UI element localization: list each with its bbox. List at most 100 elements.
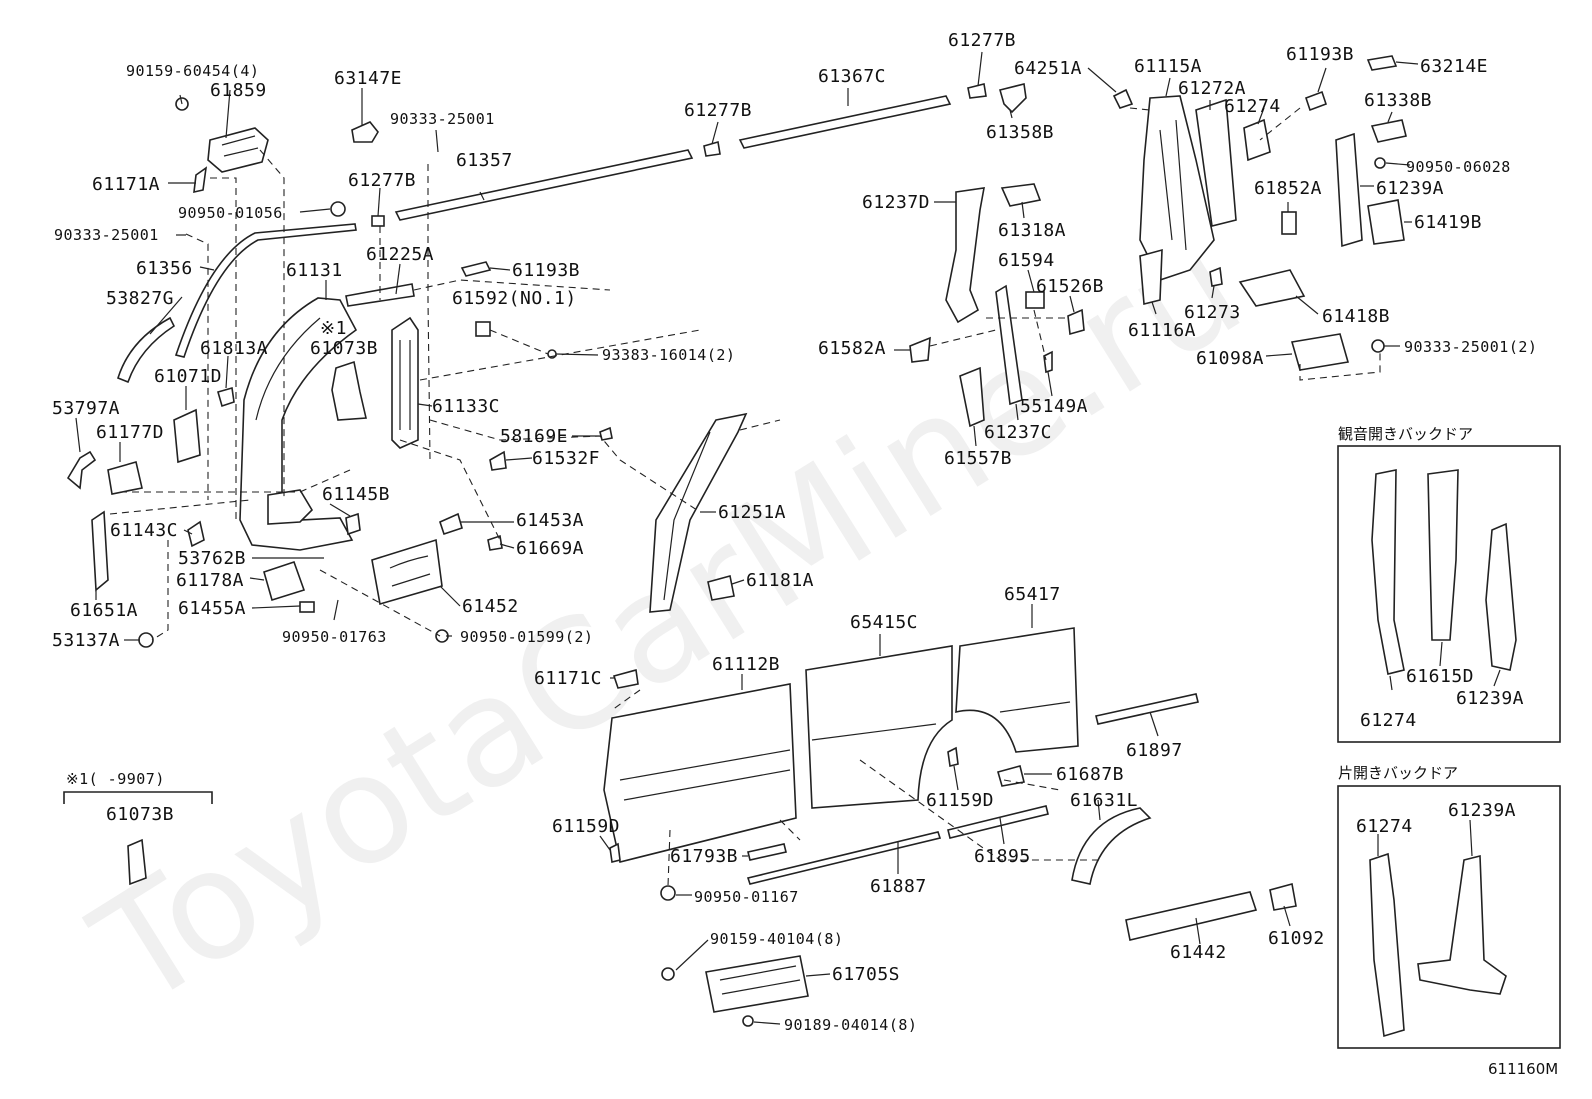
label-61143C: 61143C [110,520,178,541]
label-61112B: 61112B [712,654,780,675]
part-61274-a [1243,118,1271,162]
part-61453A [439,512,463,536]
part-61131 [239,297,358,551]
label-61131: 61131 [286,260,343,281]
part-inset-61073B [127,838,147,886]
part-61895 [947,805,1049,839]
label-65417: 65417 [1004,584,1061,605]
part-53797A [66,450,97,490]
label-61852A: 61852A [1254,178,1322,199]
part-labels: 90159-60454(4) 61859 61171A 90950-01056 … [52,30,1537,1034]
part-61582A [909,336,931,363]
part-61115A [1139,95,1215,281]
box2-label-61239A: 61239A [1448,800,1516,821]
label-61455A: 61455A [178,598,246,619]
box-double-back-door: 観音開きバックドア 61274 61615D 61239A [1337,425,1561,743]
label-90950-01056: 90950-01056 [178,204,283,222]
part-61112B [603,683,797,863]
label-61098A: 61098A [1196,348,1264,369]
part-61159D-a [947,746,959,767]
label-63147E: 63147E [334,68,402,89]
label-61318A: 61318A [998,220,1066,241]
box2-part-61274 [1369,852,1405,1038]
label-61145B: 61145B [322,484,390,505]
part-61592 [475,321,491,337]
label-90333-25001-c: 90333-25001(2) [1404,338,1537,356]
part-61651A [91,510,109,592]
label-61237C: 61237C [984,422,1052,443]
box1-label-61274: 61274 [1360,710,1417,731]
label-64251A: 64251A [1014,58,1082,79]
part-61455A [299,601,315,613]
label-90333-25001-b: 90333-25001 [390,110,495,128]
part-61251A [649,412,748,613]
box1-label-61615D: 61615D [1406,666,1474,687]
label-61453A: 61453A [516,510,584,531]
part-61419B [1367,199,1405,245]
label-61687B: 61687B [1056,764,1124,785]
part-53827G [117,316,176,384]
label-61813A: 61813A [200,338,268,359]
label-61277B-a: 61277B [348,170,416,191]
figure-id: 611160M [1488,1060,1558,1078]
label-61178A: 61178A [176,570,244,591]
label-65415C: 65415C [850,612,918,633]
box2-label-61274: 61274 [1356,816,1413,837]
label-61651A: 61651A [70,600,138,621]
part-61181A [707,575,735,601]
part-61418B [1238,269,1306,307]
part-90950-01167 [660,885,676,901]
part-61887 [746,831,942,885]
box-single-back-door: 片開きバックドア 61274 61239A [1337,764,1561,1049]
label-61532F: 61532F [532,448,600,469]
part-61092 [1269,882,1297,911]
label-61073B: 61073B [310,338,378,359]
part-61143C [187,520,205,548]
part-61532F [489,450,507,471]
box1-label-61239A: 61239A [1456,688,1524,709]
part-53137A [138,632,154,648]
part-61171C [612,668,639,689]
part-61687B [997,765,1025,787]
part-61177D [107,460,143,495]
part-61705S [705,955,809,1013]
part-61193B-a [460,261,492,277]
part-61193B-b [1304,90,1328,112]
part-61171A [193,166,208,194]
part-61237D [945,187,985,324]
part-90333-25001-c [1371,339,1385,353]
label-90189-04014: 90189-04014(8) [784,1016,917,1034]
label-61193B-b: 61193B [1286,44,1354,65]
part-61357 [394,149,694,221]
label-61357: 61357 [456,150,513,171]
part-61859 [175,97,269,173]
part-61133C [391,316,419,449]
part-90159-40104 [661,967,675,981]
part-90950-06028 [1374,157,1386,169]
part-61277B-a [371,215,385,227]
label-61592: 61592(NO.1) [452,288,577,309]
leader-lines [75,51,1419,1025]
part-61813A [217,386,235,408]
part-90950-01056 [330,201,346,217]
label-61115A: 61115A [1134,56,1202,77]
part-61145B [345,512,361,536]
label-inset-note: ※1( -9907) [66,770,165,788]
label-55149A: 55149A [1020,396,1088,417]
label-61273: 61273 [1184,302,1241,323]
label-61631L: 61631L [1070,790,1138,811]
part-61237C [995,284,1023,406]
part-61239A-a [1335,132,1363,248]
label-61225A: 61225A [366,244,434,265]
part-61318A [1000,183,1042,207]
label-90159-40104: 90159-40104(8) [710,930,843,948]
part-61071D [173,408,201,464]
label-61419B: 61419B [1414,212,1482,233]
part-61594 [1025,291,1045,309]
label-61594: 61594 [998,250,1055,271]
part-61178A [263,560,306,602]
part-90189-04014 [742,1015,754,1027]
part-61452 [371,538,443,606]
label-61356: 61356 [136,258,193,279]
